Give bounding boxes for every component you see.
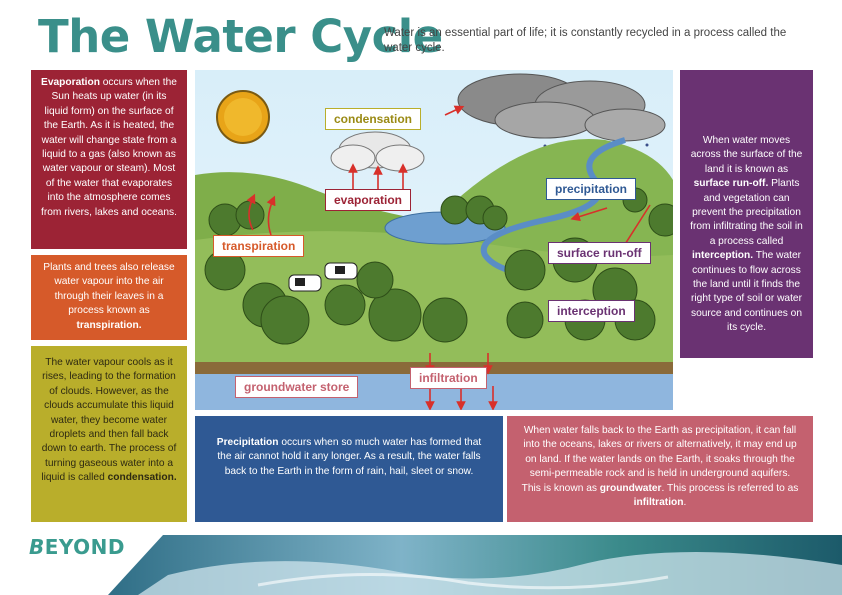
runoff-term: surface run-off.: [693, 178, 769, 190]
runoff-text-3: The water continues to flow across the l…: [690, 250, 802, 334]
condensation-term: condensation.: [107, 472, 177, 484]
groundwater-term: groundwater: [599, 482, 662, 494]
transpiration-panel: Plants and trees also release water vapo…: [31, 255, 187, 340]
label-surface-runoff: surface run-off: [548, 242, 651, 264]
precipitation-description: occurs when so much water has formed tha…: [217, 437, 482, 477]
condensation-description: The water vapour cools as it rises, lead…: [41, 357, 177, 484]
logo-text: EYOND: [44, 535, 126, 559]
infiltration-panel: When water falls back to the Earth as pr…: [507, 416, 813, 522]
label-precipitation: precipitation: [546, 178, 637, 200]
condensation-panel: The water vapour cools as it rises, lead…: [31, 346, 187, 522]
runoff-panel: When water moves across the surface of t…: [680, 70, 813, 358]
evaporation-panel: Evaporation occurs when the Sun heats up…: [31, 70, 187, 249]
transpiration-term: transpiration.: [76, 319, 142, 331]
wave-image: [108, 535, 842, 595]
transpiration-description: Plants and trees also release water vapo…: [43, 262, 175, 317]
trees: [204, 187, 673, 345]
sun-icon: [216, 90, 270, 144]
infiltration-text-3: .: [683, 497, 687, 509]
page-title: The Water Cycle: [38, 10, 443, 63]
rain-cloud-icon: [457, 73, 666, 164]
logo-letter: B: [29, 535, 45, 559]
infiltration-text-1: When water falls back to the Earth as pr…: [521, 425, 797, 494]
beyond-logo: BEYOND: [29, 535, 125, 559]
intro-text: Water is an essential part of life; it i…: [384, 27, 787, 54]
precipitation-term: Precipitation: [216, 437, 279, 448]
label-condensation: condensation: [325, 108, 422, 130]
label-transpiration: transpiration: [213, 235, 305, 257]
label-evaporation: evaporation: [325, 189, 412, 211]
label-groundwater-store: groundwater store: [235, 376, 359, 398]
runoff-text-1: When water moves across the surface of t…: [690, 135, 803, 175]
evaporation-description: occurs when the Sun heats up water (in i…: [41, 77, 177, 218]
infiltration-term: infiltration: [633, 497, 684, 509]
precipitation-panel: Precipitation occurs when so much water …: [195, 416, 503, 522]
river: [480, 137, 626, 278]
cycle-arrows: [246, 105, 651, 410]
label-infiltration: infiltration: [410, 367, 487, 389]
water-cycle-illustration: condensation evaporation precipitation t…: [195, 70, 673, 410]
runoff-text-2: Plants and vegetation can prevent the pr…: [690, 178, 803, 247]
infiltration-text-2: . This process is referred to as: [661, 482, 799, 494]
label-interception: interception: [548, 300, 635, 322]
cloud-icon: [330, 131, 425, 172]
interception-term: interception.: [691, 250, 754, 262]
cows: [288, 262, 358, 292]
evaporation-term: Evaporation: [41, 77, 100, 88]
